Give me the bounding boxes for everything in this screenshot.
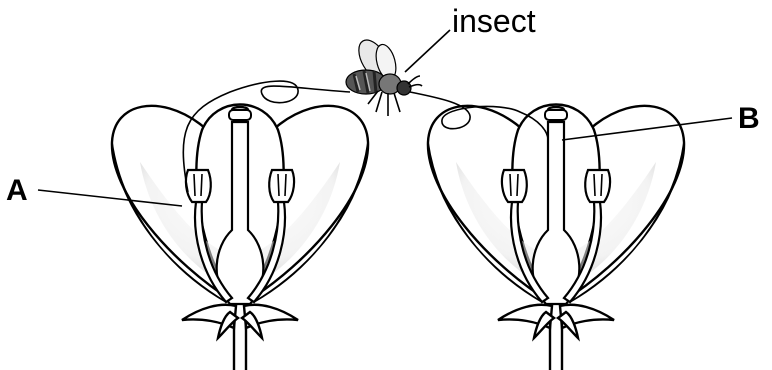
- flower-left: [112, 105, 368, 370]
- bee-icon: [346, 35, 422, 116]
- flower-right: [428, 105, 684, 370]
- label-a: A: [6, 174, 28, 207]
- insect-pointer: [405, 30, 450, 72]
- label-insect: insect: [452, 3, 536, 39]
- label-b: B: [738, 102, 760, 135]
